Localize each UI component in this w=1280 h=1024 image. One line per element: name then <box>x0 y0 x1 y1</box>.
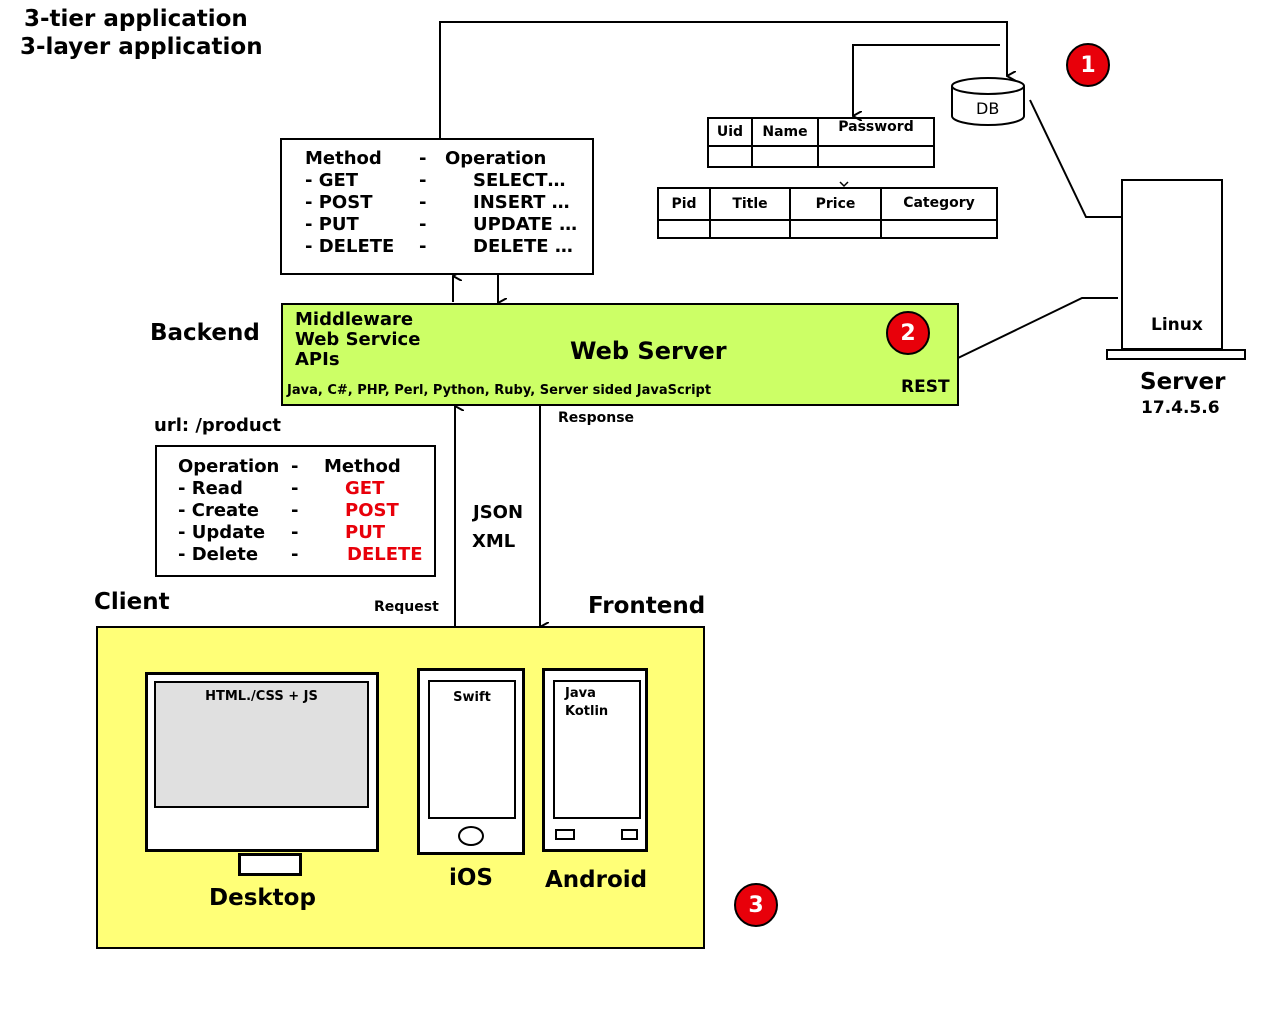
xml-label: XML <box>472 531 516 552</box>
crud-row-method: GET <box>345 478 385 499</box>
web-service-label: Web Service <box>295 329 421 350</box>
crud-row-dash: - <box>291 478 299 499</box>
table-connector-caret <box>839 181 849 188</box>
ios-phone-icon: Swift <box>417 668 525 855</box>
crud-header-dash: - <box>291 456 299 477</box>
sql-row-dash: - <box>419 236 427 257</box>
sql-row-operation: INSERT … <box>473 192 570 213</box>
ios-screen: Swift <box>428 680 516 819</box>
table-row: Uid Name Password <box>707 117 934 146</box>
android-screen-line1: Java <box>565 686 596 701</box>
crud-row-operation: - Read <box>178 478 243 499</box>
crud-header-method: Method <box>324 456 401 477</box>
products-header-title: Title <box>709 187 790 220</box>
diagram-title-line2: 3-layer application <box>20 34 263 60</box>
backend-label: Backend <box>150 320 260 346</box>
crud-row-dash: - <box>291 544 299 565</box>
users-header-name: Name <box>751 117 818 146</box>
crud-row-dash: - <box>291 522 299 543</box>
diagram-title-line1: 3-tier application <box>24 6 248 32</box>
server-label: Server <box>1140 369 1226 395</box>
server-base <box>1106 349 1246 360</box>
android-screen: Java Kotlin <box>553 680 641 819</box>
desktop-base <box>238 853 302 876</box>
sql-header-operation: Operation <box>445 148 547 169</box>
android-phone-icon: Java Kotlin <box>542 668 648 852</box>
android-screen-line2: Kotlin <box>565 704 609 719</box>
server-languages: Java, C#, PHP, Perl, Python, Ruby, Serve… <box>287 383 712 398</box>
sql-row-method: - DELETE <box>305 236 395 257</box>
db-cylinder-icon <box>951 77 1025 126</box>
users-header-uid: Uid <box>707 117 752 146</box>
server-tower-icon <box>1121 179 1223 350</box>
table-row <box>707 145 934 168</box>
sql-row-dash: - <box>419 170 427 191</box>
ios-label: iOS <box>449 865 494 891</box>
client-badge: 3 <box>734 883 778 927</box>
crud-header-operation: Operation <box>178 456 280 477</box>
db-to-users-line <box>852 44 1000 116</box>
sql-row-method: - POST <box>305 192 373 213</box>
crud-row-method: PUT <box>345 522 386 543</box>
android-label: Android <box>545 867 648 893</box>
web-server-badge: 2 <box>886 311 930 355</box>
products-header-pid: Pid <box>657 187 710 220</box>
apis-label: APIs <box>295 349 340 370</box>
middleware-label: Middleware <box>295 309 414 330</box>
sql-row-dash: - <box>419 214 427 235</box>
crud-row-method: POST <box>345 500 399 521</box>
users-table: Uid Name Password <box>707 117 935 168</box>
crud-row-operation: - Update <box>178 522 266 543</box>
android-left-button-icon <box>555 829 575 840</box>
desktop-screen: HTML./CSS + JS <box>154 681 369 808</box>
json-label: JSON <box>473 502 524 523</box>
response-label: Response <box>558 410 635 426</box>
client-box: HTML./CSS + JS Desktop Swift iOS Java Ko… <box>96 626 705 949</box>
ios-screen-text: Swift <box>453 690 491 705</box>
desktop-label: Desktop <box>209 885 316 911</box>
web-server-box: Middleware Web Service APIs Web Server J… <box>281 303 959 406</box>
http-sql-mapping-box: Method - Operation - GET - SELECT… - POS… <box>280 138 594 275</box>
crud-row-operation: - Delete <box>178 544 259 565</box>
db-label: DB <box>976 99 1000 118</box>
crud-row-dash: - <box>291 500 299 521</box>
desktop-monitor-icon: HTML./CSS + JS <box>145 672 379 852</box>
sql-row-operation: UPDATE … <box>473 214 578 235</box>
request-label: Request <box>374 599 439 615</box>
server-to-webserver-line <box>957 297 1118 359</box>
db-badge: 1 <box>1066 43 1110 87</box>
sql-header-dash: - <box>419 148 427 169</box>
sql-row-operation: SELECT… <box>473 170 566 191</box>
server-ip: 17.4.5.6 <box>1141 398 1220 418</box>
server-os-label: Linux <box>1151 315 1203 335</box>
users-header-password: Password <box>817 117 934 146</box>
rest-label: REST <box>901 377 950 397</box>
sql-row-method: - GET <box>305 170 359 191</box>
products-table: Pid Title Price Category <box>657 187 998 239</box>
desktop-screen-text: HTML./CSS + JS <box>205 689 318 704</box>
products-header-category: Category <box>880 187 997 220</box>
crud-row-operation: - Create <box>178 500 259 521</box>
crud-row-method: DELETE <box>347 544 423 565</box>
sql-row-method: - PUT <box>305 214 359 235</box>
web-server-title: Web Server <box>570 337 727 365</box>
sql-to-db-line <box>439 21 1007 138</box>
sql-row-operation: DELETE … <box>473 236 573 257</box>
android-right-button-icon <box>621 829 638 840</box>
products-header-price: Price <box>789 187 881 220</box>
table-row: Pid Title Price Category <box>657 187 997 220</box>
sql-header-method: Method <box>305 148 382 169</box>
frontend-label: Frontend <box>588 593 706 619</box>
url-label: url: /product <box>154 415 282 436</box>
sql-row-dash: - <box>419 192 427 213</box>
client-label: Client <box>94 589 170 615</box>
table-row <box>657 219 997 239</box>
ios-home-button-icon <box>458 826 484 846</box>
db-to-server-line <box>1029 99 1122 218</box>
crud-mapping-box: Operation - Method - Read - GET - Create… <box>155 445 436 577</box>
